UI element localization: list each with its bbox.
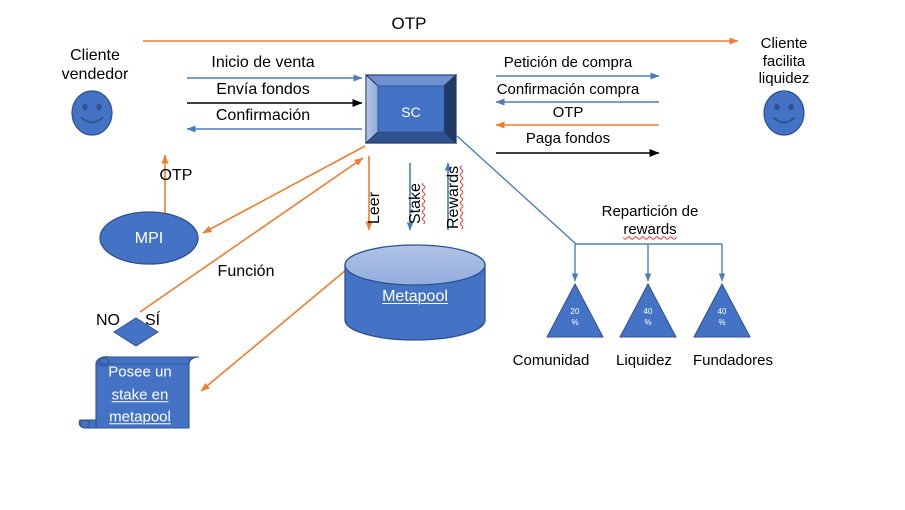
flow-stake-label: Stake	[407, 183, 424, 224]
seller-smiley-face-icon	[71, 90, 113, 136]
branch-label-fundadores: Fundadores	[692, 352, 774, 369]
rewards-split-title-line1: Repartición de	[601, 203, 699, 220]
buyer-actor-label: Cliente facilita liquidez	[759, 35, 810, 88]
document-node[interactable]	[78, 356, 200, 429]
branch-label-comunidad: Comunidad	[512, 352, 590, 369]
decision-yes-label: SÍ	[145, 312, 161, 329]
flow-sc-to-mpi	[202, 145, 366, 234]
sc-node[interactable]	[364, 73, 458, 145]
flow-metapool-to-document	[200, 264, 353, 392]
flow-funcion-to-sc	[139, 157, 364, 313]
flow-funcion-label: Función	[217, 263, 275, 280]
seller-label-line2: vendedor	[61, 65, 129, 83]
seller-actor-label: Cliente vendedor	[62, 47, 129, 85]
flow-rewards-label: Rewards	[445, 165, 462, 229]
flow-otp-buyer-label: OTP	[552, 104, 584, 121]
flow-otp-mpi-label: OTP	[159, 167, 193, 184]
branch-triangle-fundadores[interactable]	[693, 282, 751, 338]
rewards-split-bus	[571, 243, 726, 282]
decision-no-label: NO	[96, 312, 120, 329]
buyer-label-line2: facilita	[762, 52, 806, 70]
flow-top-otp-label: OTP	[391, 14, 427, 33]
branch-triangle-liquidez[interactable]	[619, 282, 677, 338]
flow-inicio-de-venta-label: Inicio de venta	[211, 54, 315, 71]
rewards-split-title: Repartición de rewards	[602, 203, 699, 238]
flow-paga-fondos-label: Paga fondos	[525, 130, 611, 147]
buyer-smiley-face-icon	[763, 90, 805, 136]
rewards-split-title-line2: rewards	[623, 220, 677, 238]
flow-leer-label: Leer	[366, 191, 383, 224]
mpi-node[interactable]	[99, 211, 199, 265]
flow-envia-fondos-label: Envía fondos	[216, 81, 310, 98]
metapool-node[interactable]	[344, 244, 486, 341]
decision-diamond-node[interactable]	[113, 317, 159, 347]
flow-confirmacion-compra-label: Confirmación compra	[496, 81, 640, 98]
flow-peticion-de-compra-label: Petición de compra	[503, 54, 633, 71]
buyer-label-line3: liquidez	[758, 70, 810, 88]
flow-confirmacion-label: Confirmación	[215, 107, 311, 124]
buyer-label-line1: Cliente	[760, 35, 808, 52]
branch-triangle-comunidad[interactable]	[546, 282, 604, 338]
seller-label-line1: Cliente	[70, 47, 120, 64]
flow-sc-to-rewards-split	[456, 135, 577, 245]
branch-label-liquidez: Liquidez	[616, 352, 672, 369]
